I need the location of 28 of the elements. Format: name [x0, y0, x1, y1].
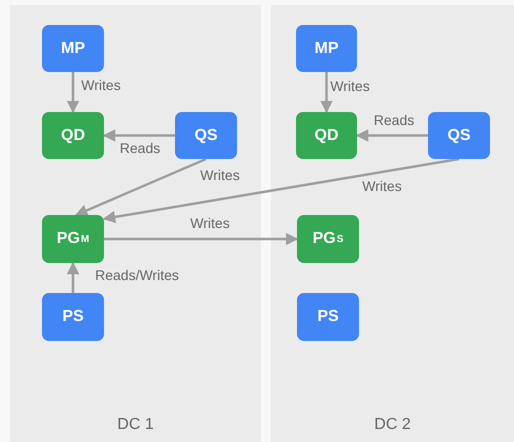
- panel-title: DC 1: [117, 416, 154, 434]
- arrow: [356, 129, 428, 142]
- service-box: MP: [296, 25, 357, 72]
- edge-label: Writes: [190, 215, 230, 231]
- service-box: QD: [296, 112, 357, 159]
- arrow: [66, 72, 80, 114]
- arrow: [66, 262, 80, 293]
- service-box: QS: [175, 112, 237, 159]
- edge-label: Reads/Writes: [95, 267, 179, 283]
- arrow: [104, 232, 298, 246]
- arrow: [74, 158, 206, 216]
- edge-label: Writes: [200, 167, 240, 183]
- edge-label: Writes: [362, 178, 402, 194]
- service-box: QS: [428, 112, 490, 159]
- datacenter-panel: [271, 5, 514, 442]
- edge-label: Reads: [374, 112, 414, 128]
- datacenter-panel: [10, 5, 261, 442]
- arrow: [320, 72, 333, 114]
- service-box: PS: [42, 293, 104, 341]
- service-box: QD: [42, 112, 104, 159]
- service-box: MP: [42, 25, 104, 72]
- service-box: PS: [297, 293, 359, 341]
- edge-label: Reads: [120, 140, 160, 156]
- arrow: [102, 129, 175, 142]
- edge-label: Writes: [81, 77, 121, 93]
- edge-label: Writes: [330, 78, 370, 94]
- panel-title: DC 2: [374, 416, 411, 434]
- arrow: [102, 158, 460, 224]
